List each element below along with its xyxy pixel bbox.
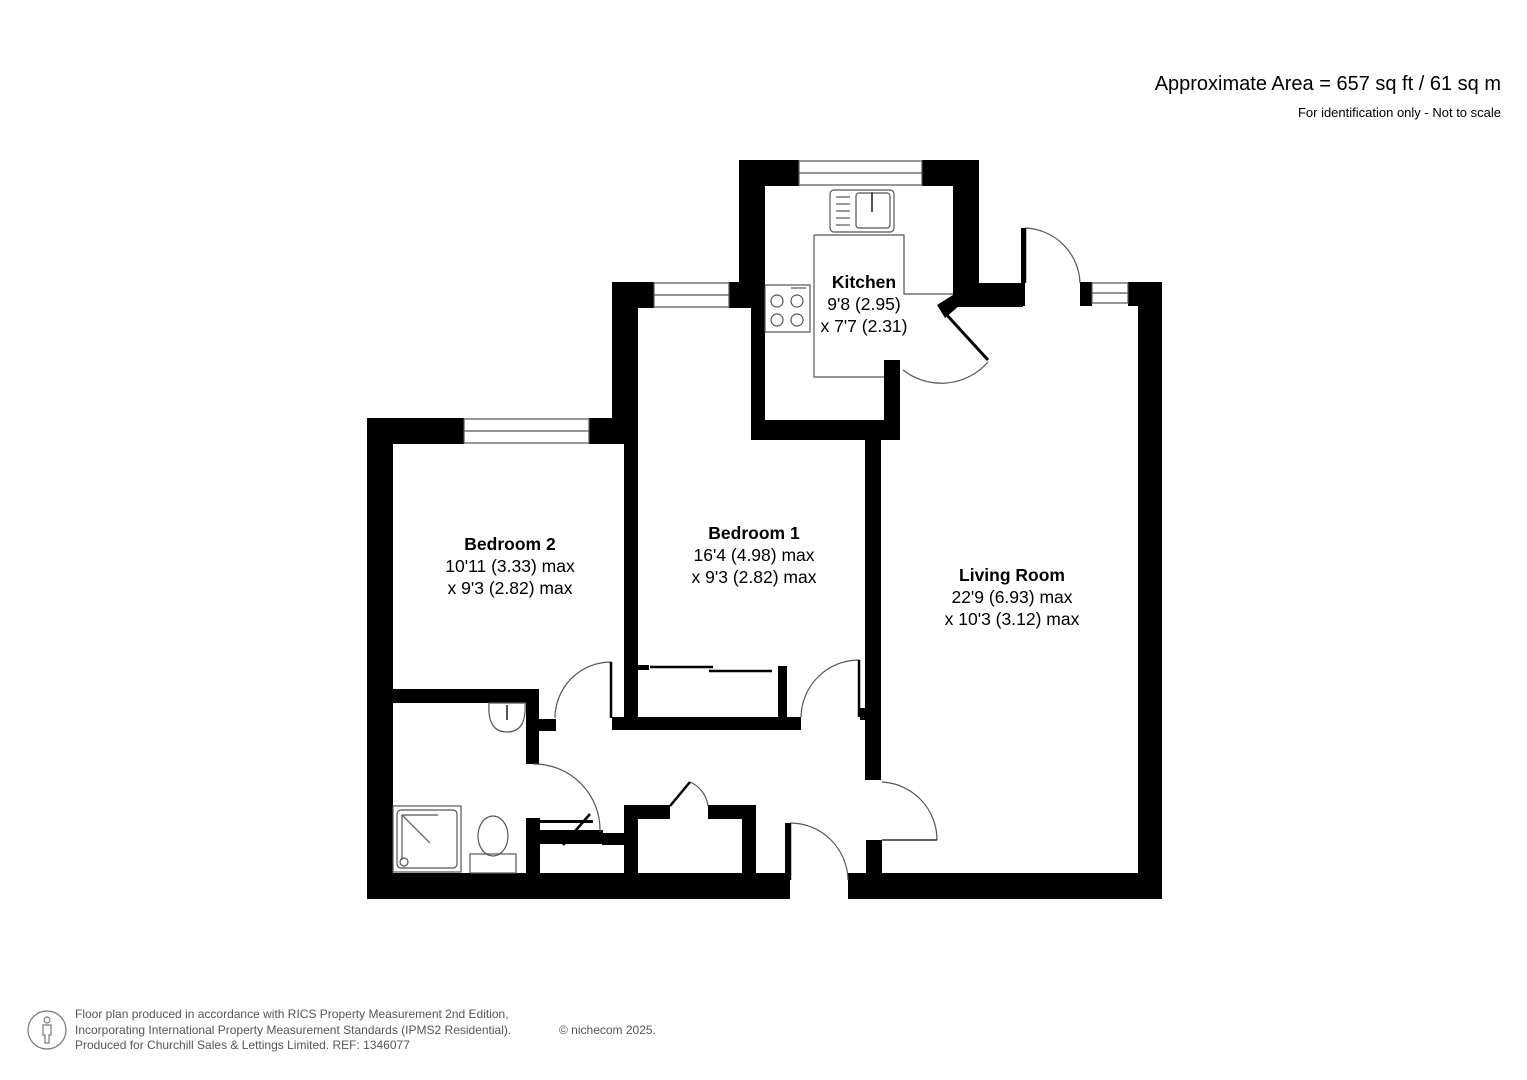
door-swing-icon	[532, 763, 601, 833]
scale-disclaimer: For identification only - Not to scale	[1297, 105, 1501, 120]
toilet-icon	[469, 815, 517, 874]
room-name: Living Room	[959, 565, 1065, 585]
room-living-room: Living Room 22'9 (6.93) max x 10'3 (3.12…	[945, 564, 1080, 630]
approximate-area: Approximate Area = 657 sq ft / 61 sq m	[1154, 73, 1501, 95]
room-dimension: 16'4 (4.98) max	[693, 545, 815, 565]
footer-line: Produced for Churchill Sales & Lettings …	[75, 1038, 410, 1052]
room-bedroom-1: Bedroom 1 16'4 (4.98) max x 9'3 (2.82) m…	[692, 522, 817, 588]
door-swing-icon	[1024, 227, 1081, 284]
sink-icon	[829, 189, 895, 233]
room-dimension: x 9'3 (2.82) max	[691, 567, 817, 587]
door-swing-icon	[554, 661, 612, 719]
room-bedroom-2: Bedroom 2 10'11 (3.33) max x 9'3 (2.82) …	[445, 533, 574, 599]
room-name: Bedroom 2	[464, 534, 556, 554]
room-dimension: x 7'7 (2.31)	[820, 316, 908, 336]
room-dimension: 10'11 (3.33) max	[445, 556, 575, 576]
room-dimension: x 9'3 (2.82) max	[447, 578, 573, 598]
room-dimension: 9'8 (2.95)	[827, 294, 901, 314]
room-dimension: x 10'3 (3.12) max	[944, 609, 1080, 629]
door-swing-icon	[800, 659, 860, 718]
room-name: Kitchen	[831, 272, 897, 292]
room-kitchen: Kitchen 9'8 (2.95) x 7'7 (2.31)	[821, 271, 908, 337]
door-swing-icon	[789, 822, 849, 881]
door-swings	[532, 227, 1081, 881]
basin-icon	[488, 702, 526, 733]
room-name: Bedroom 1	[708, 523, 800, 543]
footer-line: Floor plan produced in accordance with R…	[75, 1007, 509, 1021]
hob-icon	[764, 284, 811, 333]
shower-icon	[392, 805, 462, 873]
door-swing-icon	[881, 781, 938, 841]
walls	[367, 160, 1162, 899]
person-icon	[27, 1010, 67, 1050]
footer-line: Incorporating International Property Mea…	[75, 1022, 512, 1037]
footer-credits: Floor plan produced in accordance with R…	[75, 1007, 656, 1054]
door-swing-icon	[902, 361, 989, 384]
door-swing-icon	[689, 781, 709, 807]
fixtures	[392, 189, 953, 874]
room-dimension: 22'9 (6.93) max	[951, 587, 1073, 607]
windows	[463, 160, 1129, 444]
copyright: © nichecom 2025.	[559, 1022, 656, 1037]
